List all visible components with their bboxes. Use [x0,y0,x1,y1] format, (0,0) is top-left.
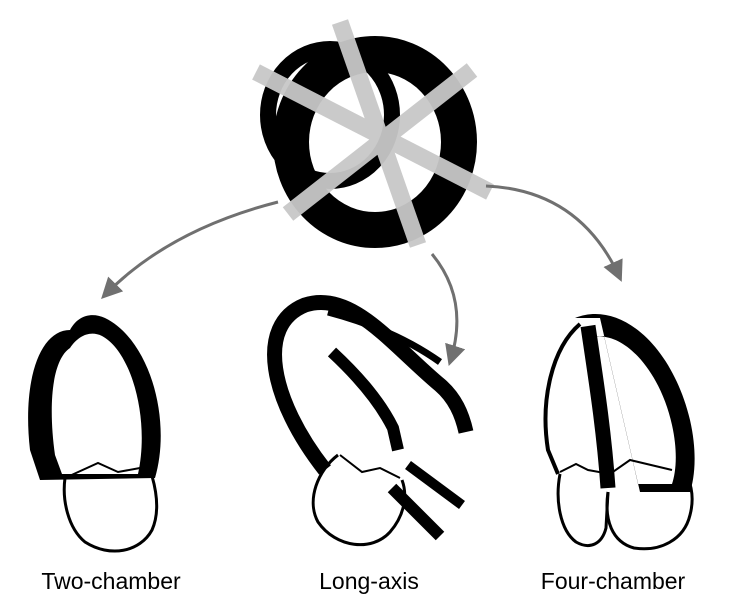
long-axis-inner-septum [327,347,404,452]
arrow-to-two-chamber [101,200,279,300]
label-four-chamber: Four-chamber [540,568,686,594]
long-axis-aortic-root [405,460,465,510]
arrow-to-long-axis [430,253,466,366]
imaging-planes [252,19,494,248]
four-chamber-view [543,314,695,551]
long-axis-posterior-wall [267,295,474,475]
label-long-axis: Long-axis [319,568,419,594]
two-chamber-valve-line [64,461,141,479]
long-axis-view [267,295,474,547]
long-axis-septum [327,308,443,365]
four-chamber-right-atrium [556,473,610,547]
two-chamber-view [28,315,161,553]
arrows [101,184,623,366]
plane-horizontal [252,64,494,200]
short-axis-view [252,19,494,248]
long-axis-atrium [311,453,407,547]
two-chamber-wall [28,315,161,480]
two-chamber-atrium [62,475,159,553]
label-two-chamber: Two-chamber [41,568,181,594]
long-axis-outflow-wall [387,483,445,541]
four-chamber-septum [580,324,616,489]
four-chamber-left-atrium [605,477,694,551]
long-axis-valve-line [339,454,401,479]
four-chamber-right-wall [543,322,582,475]
arrow-to-four-chamber [485,184,623,282]
short-axis-front-ring [273,36,477,248]
plane-diagonal [282,63,478,221]
four-chamber-outer-wall [575,314,695,492]
four-chamber-valve-line [559,458,673,476]
